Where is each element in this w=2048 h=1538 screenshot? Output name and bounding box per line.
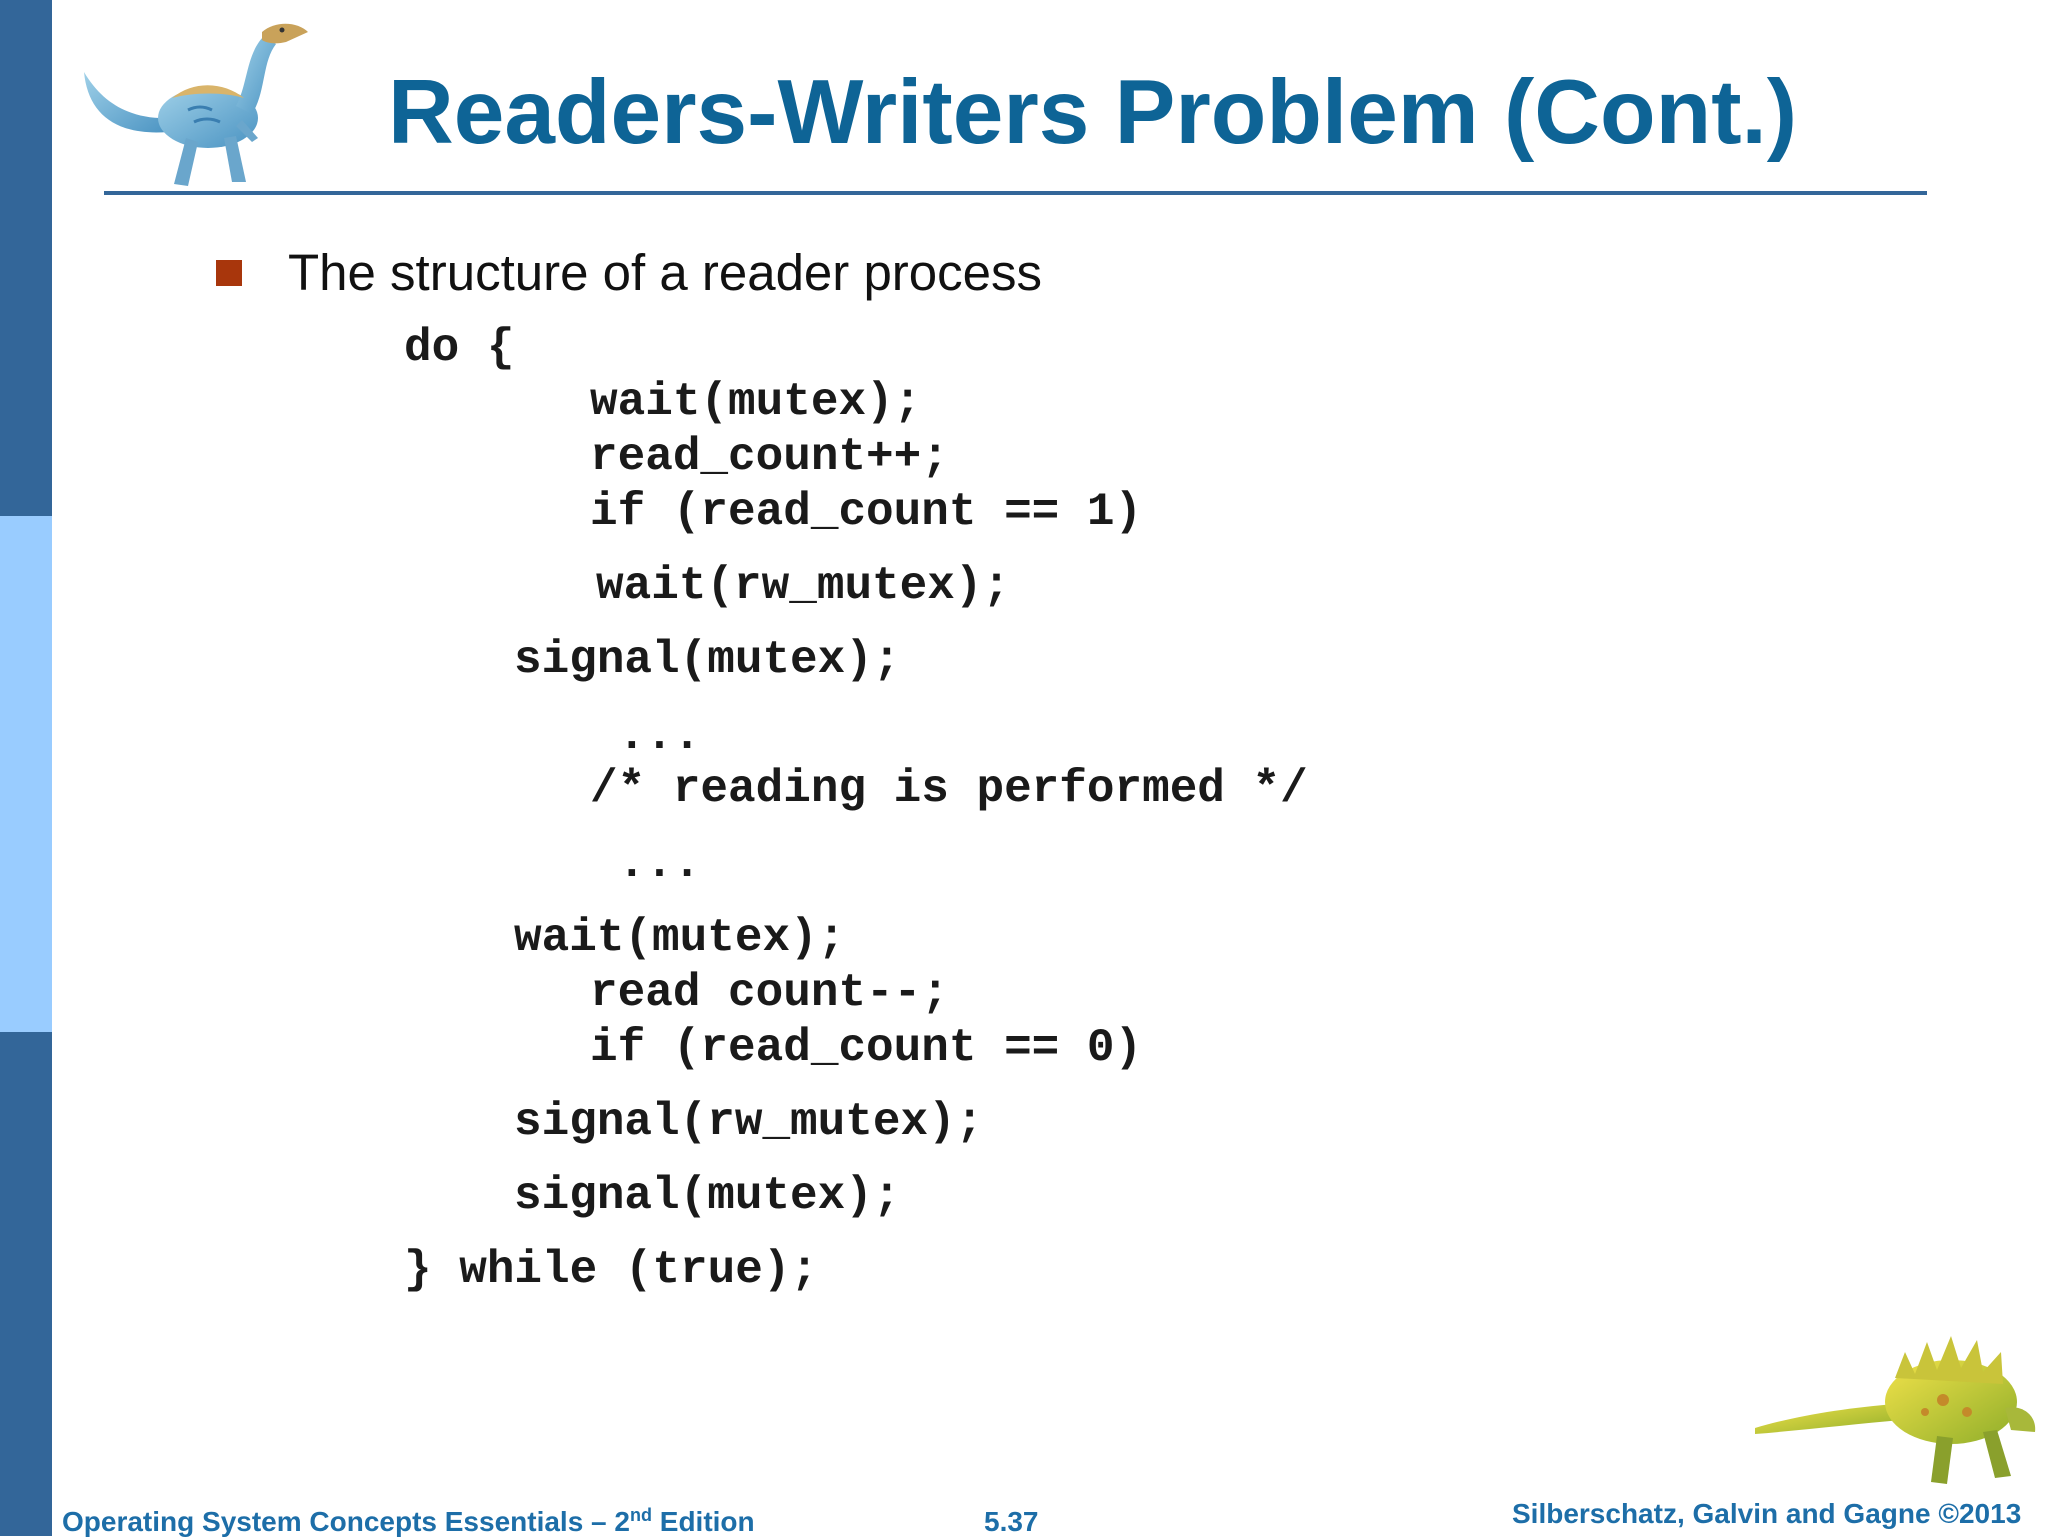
code-line: read count--;: [590, 967, 949, 1019]
code-line: signal(mutex);: [514, 634, 901, 686]
code-line: signal(rw_mutex);: [514, 1096, 984, 1148]
bullet-text: The structure of a reader process: [288, 244, 1043, 301]
sidebar-band-middle: [0, 516, 52, 1032]
code-line: wait(rw_mutex);: [596, 560, 1011, 612]
footer-book-title: Operating System Concepts Essentials – 2…: [62, 1506, 755, 1538]
footer-book-title-text: Operating System Concepts Essentials – 2: [62, 1506, 630, 1537]
footer-slide-number: 5.37: [984, 1506, 1039, 1537]
footer-copyright: Silberschatz, Galvin and Gagne ©2013: [1512, 1498, 2022, 1529]
code-line: } while (true);: [404, 1244, 819, 1296]
footer-edition-suffix: Edition: [651, 1506, 755, 1537]
sidebar-band-bottom: [0, 1032, 52, 1536]
code-line: do {: [404, 322, 515, 374]
code-line: /* reading is performed */: [590, 763, 1308, 815]
sidebar-band-top: [0, 0, 52, 516]
footer-edition-superscript: nd: [629, 1505, 652, 1525]
dinosaur-logo-icon: [1755, 1336, 2036, 1484]
code-line: read_count++;: [590, 431, 949, 483]
slide-title: Readers-Writers Problem (Cont.): [388, 62, 1798, 163]
code-line: wait(mutex);: [514, 912, 846, 964]
code-line: signal(mutex);: [514, 1170, 901, 1222]
code-line: if (read_count == 1): [590, 486, 1143, 538]
code-line: wait(mutex);: [590, 376, 922, 428]
title-divider: [104, 191, 1927, 195]
dinosaur-logo-icon: [84, 23, 308, 186]
code-line: ...: [618, 710, 701, 762]
bullet-square-icon: [216, 260, 242, 286]
code-line: ...: [618, 838, 701, 890]
code-line: if (read_count == 0): [590, 1022, 1143, 1074]
